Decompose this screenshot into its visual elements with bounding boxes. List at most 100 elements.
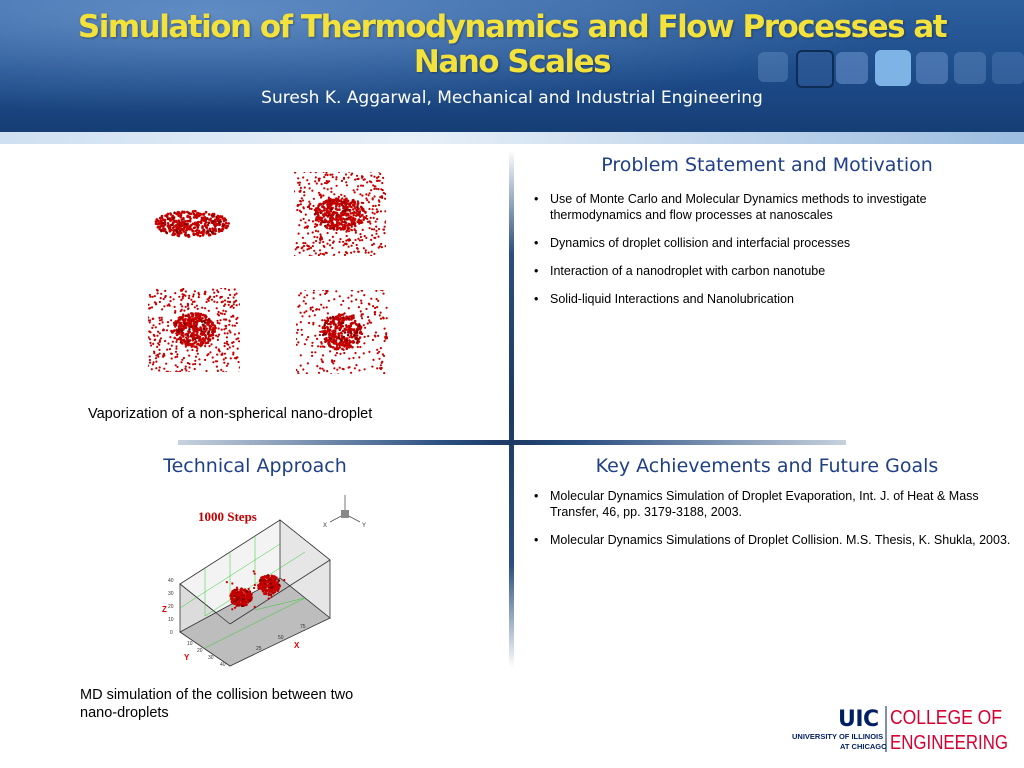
molecule-dot xyxy=(334,205,338,208)
molecule-dot xyxy=(228,320,231,323)
molecule-dot xyxy=(354,224,357,228)
molecule-dot xyxy=(163,305,166,308)
molecule-dot xyxy=(155,367,158,370)
molecule-dot xyxy=(211,328,214,332)
molecule-dot xyxy=(378,350,381,353)
molecule-dot xyxy=(345,337,348,340)
molecule-dot xyxy=(317,206,320,209)
molecule-dot xyxy=(231,608,234,611)
molecule-dot xyxy=(193,300,196,303)
tick-labels: 0 10 20 30 40 10 20 30 40 25 50 75 xyxy=(168,578,306,668)
molecule-dot xyxy=(272,582,275,586)
molecule-dot xyxy=(337,215,340,218)
molecule-dot xyxy=(383,339,386,343)
molecule-dot xyxy=(329,350,332,353)
molecule-dot xyxy=(374,220,377,223)
molecule-dot xyxy=(335,176,338,179)
molecule-dot xyxy=(156,225,160,229)
molecule-dot xyxy=(183,309,186,312)
molecule-dot xyxy=(322,215,325,218)
molecule-dot xyxy=(184,326,188,329)
molecule-dot xyxy=(308,254,311,256)
molecule-dot xyxy=(314,334,317,337)
molecule-dot xyxy=(192,216,196,219)
molecule-dot xyxy=(334,316,338,320)
molecule-dot xyxy=(182,356,185,360)
molecule-dot xyxy=(357,177,360,180)
molecule-dot xyxy=(180,218,184,222)
molecule-dot xyxy=(220,295,223,298)
molecule-dot xyxy=(155,354,158,357)
molecule-dot xyxy=(220,368,223,371)
molecule-dot xyxy=(174,224,178,227)
molecule-dot xyxy=(224,226,227,229)
molecule-dot xyxy=(263,592,267,595)
molecule-dot xyxy=(323,319,326,322)
molecule-dot xyxy=(383,232,386,235)
molecule-dot xyxy=(165,231,169,235)
molecule-dot xyxy=(193,306,196,309)
molecule-dot xyxy=(336,212,339,215)
molecule-dot xyxy=(377,228,381,231)
molecule-dot xyxy=(195,213,199,217)
molecule-dot xyxy=(302,368,305,371)
molecule-dot xyxy=(316,223,319,226)
molecule-dot xyxy=(329,325,333,329)
molecule-dot xyxy=(182,230,186,233)
molecule-dot xyxy=(325,179,328,183)
molecule-dot xyxy=(302,217,305,220)
molecule-dot xyxy=(158,348,161,351)
molecule-dot xyxy=(370,254,373,256)
molecule-dot xyxy=(371,208,374,211)
molecule-dot xyxy=(203,216,207,219)
molecule-dot xyxy=(308,315,311,318)
molecule-dot xyxy=(211,231,214,235)
molecule-dot xyxy=(337,336,340,340)
molecule-dot xyxy=(360,214,364,217)
molecule-dot xyxy=(253,583,256,587)
molecule-dot xyxy=(322,205,325,208)
molecule-dot xyxy=(351,345,354,349)
molecule-dot xyxy=(365,214,368,218)
molecule-dot xyxy=(203,292,206,295)
molecule-dot xyxy=(196,352,199,355)
molecule-dot xyxy=(377,188,380,191)
molecule-dot xyxy=(223,328,226,331)
molecule-dot xyxy=(325,172,328,174)
molecule-dot xyxy=(382,191,385,195)
molecule-dot xyxy=(350,244,353,247)
molecule-dot xyxy=(358,356,361,359)
molecule-dot xyxy=(164,289,167,292)
molecule-dot xyxy=(370,174,373,177)
molecule-dot xyxy=(198,319,201,323)
molecule-dot xyxy=(372,184,375,187)
molecule-dot xyxy=(362,324,365,327)
molecule-dot xyxy=(319,367,322,370)
molecule-dot xyxy=(376,352,379,355)
molecule-dot xyxy=(305,310,308,313)
molecule-dot xyxy=(345,325,348,329)
molecule-dot xyxy=(324,292,327,295)
molecule-dot xyxy=(176,329,180,333)
molecule-dot xyxy=(332,340,335,343)
molecule-dot xyxy=(343,343,346,346)
molecule-dot xyxy=(158,352,161,355)
molecule-dot xyxy=(316,236,319,239)
molecule-dot xyxy=(191,332,194,336)
molecule-dot xyxy=(158,322,161,325)
molecule-dot xyxy=(343,351,346,355)
molecule-dot xyxy=(325,209,329,213)
molecule-dot xyxy=(299,311,302,314)
molecule-dot xyxy=(351,328,354,331)
molecule-dot xyxy=(188,362,191,365)
molecule-dot xyxy=(346,209,349,212)
molecule-dot xyxy=(329,226,332,229)
molecule-dot xyxy=(382,292,385,295)
molecule-dot xyxy=(326,370,329,373)
molecule-dot xyxy=(309,308,312,311)
molecule-dot xyxy=(233,593,237,596)
molecule-dot xyxy=(186,319,189,322)
molecule-dot xyxy=(359,233,362,236)
molecule-dot xyxy=(344,173,348,176)
molecule-dot xyxy=(181,305,184,308)
